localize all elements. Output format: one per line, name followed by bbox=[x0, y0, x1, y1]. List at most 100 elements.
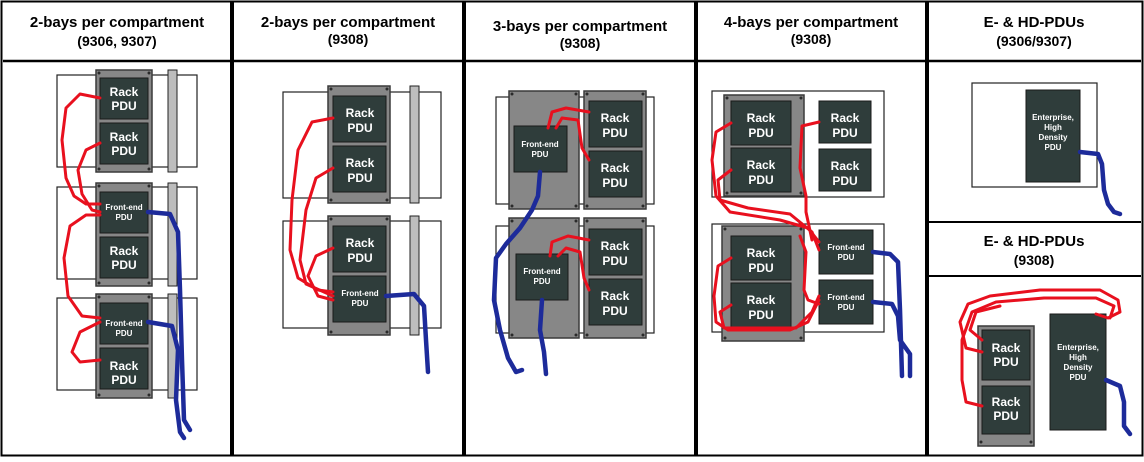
header-2-title: 2-bays per compartment bbox=[261, 14, 435, 31]
front-end-pdu-label: PDU bbox=[838, 303, 855, 312]
panel-ehd-9306-9307: Enterprise, High Density PDU bbox=[971, 82, 1123, 217]
header-5a-title: E- & HD-PDUs bbox=[984, 14, 1085, 31]
outlet-cable bbox=[798, 234, 821, 306]
rack-pdu-label: PDU bbox=[347, 121, 372, 135]
enterprise-hd-pdu-module bbox=[1049, 313, 1107, 431]
rack-pdu-label: PDU bbox=[602, 176, 627, 190]
rack-pdu-label: PDU bbox=[748, 173, 773, 187]
rack-pdu-label: Rack bbox=[601, 111, 630, 125]
power-cable bbox=[145, 209, 193, 433]
rack-pdu-module bbox=[818, 148, 872, 192]
compartment-frame bbox=[711, 90, 885, 198]
rack-pdu-label: PDU bbox=[602, 304, 627, 318]
rack-pdu-label: Rack bbox=[831, 111, 860, 125]
power-cable bbox=[1077, 149, 1123, 217]
outlet-cable bbox=[960, 296, 1116, 408]
rack-pdu-label: Rack bbox=[747, 158, 776, 172]
rack-pdu-label: PDU bbox=[347, 171, 372, 185]
front-end-pdu-label: PDU bbox=[352, 299, 369, 308]
enterprise-pdu-label: Enterprise, bbox=[1057, 343, 1099, 352]
rack-pdu-label: Rack bbox=[831, 159, 860, 173]
rack-pdu-label: Rack bbox=[110, 85, 139, 99]
mounting-rail bbox=[409, 85, 420, 204]
column-header-3: 3-bays per compartment (9308) bbox=[493, 18, 667, 51]
header-3-models: (9308) bbox=[560, 35, 600, 51]
outlet-cable bbox=[968, 304, 1002, 342]
panel-3bay-9308: Front-end PDU Front-end PDU Rack PDU Rac… bbox=[491, 90, 655, 377]
front-end-pdu-label: PDU bbox=[116, 213, 133, 222]
power-cable bbox=[491, 169, 543, 375]
rack-pdu-label: PDU bbox=[832, 126, 857, 140]
header-2-models: (9308) bbox=[328, 31, 368, 47]
enterprise-pdu-label: PDU bbox=[1070, 373, 1087, 382]
rack-pdu-label: Rack bbox=[992, 341, 1021, 355]
column-header-1: 2-bays per compartment (9306, 9307) bbox=[30, 14, 204, 49]
rack-pdu-label: PDU bbox=[832, 174, 857, 188]
enterprise-pdu-label: Density bbox=[1039, 133, 1068, 142]
rack-pdu-module bbox=[332, 145, 387, 193]
rack-pdu-label: Rack bbox=[110, 130, 139, 144]
panel-ehd-9308: Rack PDU Rack PDU Enterprise, High Densi… bbox=[958, 288, 1133, 447]
rack-pdu-label: Rack bbox=[747, 111, 776, 125]
rack-pdu-label: PDU bbox=[993, 409, 1018, 423]
rack-pdu-label: PDU bbox=[111, 99, 136, 113]
rack-pdu-module bbox=[588, 228, 643, 276]
front-end-pdu-label: Front-end bbox=[105, 203, 142, 212]
outlet-cable bbox=[298, 166, 335, 298]
power-cable bbox=[1103, 377, 1133, 437]
panel-4bay-9308: Rack PDU Rack PDU Rack PDU Rack PDU Rack… bbox=[710, 90, 913, 379]
front-end-pdu-label: PDU bbox=[838, 253, 855, 262]
rack-pdu-label: PDU bbox=[347, 251, 372, 265]
rack-pdu-label: PDU bbox=[748, 308, 773, 322]
header-5b-models: (9308) bbox=[1014, 252, 1054, 268]
rack-pdu-label: Rack bbox=[346, 156, 375, 170]
rack-pdu-label: Rack bbox=[747, 246, 776, 260]
front-end-pdu-label: Front-end bbox=[827, 293, 864, 302]
column-header-5a: E- & HD-PDUs (9306/9307) bbox=[984, 14, 1085, 49]
rack-pdu-label: Rack bbox=[601, 161, 630, 175]
header-5b-title: E- & HD-PDUs bbox=[984, 233, 1085, 250]
rack-pdu-label: PDU bbox=[748, 126, 773, 140]
rack-pdu-module bbox=[332, 225, 387, 273]
rack-pdu-module bbox=[981, 329, 1031, 381]
outlet-cable bbox=[798, 120, 821, 242]
power-cable bbox=[537, 297, 549, 377]
rack-pdu-label: PDU bbox=[111, 144, 136, 158]
enterprise-pdu-label: High bbox=[1069, 353, 1087, 362]
rack-pdu-label: Rack bbox=[346, 106, 375, 120]
outlet-cable bbox=[716, 168, 821, 252]
compartment-frame bbox=[971, 82, 1098, 188]
front-end-pdu-label: Front-end bbox=[341, 289, 378, 298]
outlet-cable bbox=[60, 92, 102, 206]
rack-pdu-module bbox=[99, 122, 149, 165]
rack-pdu-label: PDU bbox=[748, 261, 773, 275]
outlet-cable bbox=[548, 234, 591, 258]
panel-2bay-9306-9307: Rack PDU Rack PDU Front-end PDU Rack PDU… bbox=[56, 69, 198, 441]
rack-pdu-label: Rack bbox=[110, 359, 139, 373]
outlet-cable bbox=[62, 213, 102, 320]
rack-pdu-label: PDU bbox=[993, 355, 1018, 369]
column-header-4: 4-bays per compartment (9308) bbox=[724, 14, 898, 47]
rack-pdu-module bbox=[99, 347, 149, 390]
front-end-pdu-module bbox=[513, 125, 568, 173]
header-4-models: (9308) bbox=[791, 31, 831, 47]
enterprise-pdu-label: Density bbox=[1064, 363, 1093, 372]
enterprise-pdu-label: High bbox=[1044, 123, 1062, 132]
rack-pdu-label: PDU bbox=[602, 126, 627, 140]
front-end-pdu-label: Front-end bbox=[521, 140, 558, 149]
rack-pdu-module bbox=[981, 385, 1031, 435]
front-end-pdu-label: PDU bbox=[534, 277, 551, 286]
column-header-2: 2-bays per compartment (9308) bbox=[261, 14, 435, 47]
header-4-title: 4-bays per compartment bbox=[724, 14, 898, 31]
front-end-pdu-label: Front-end bbox=[827, 243, 864, 252]
rack-pdu-label: Rack bbox=[601, 289, 630, 303]
power-cable bbox=[145, 319, 187, 441]
rack-pdu-module bbox=[99, 236, 149, 279]
rack-pdu-module bbox=[730, 282, 792, 328]
front-end-pdu-label: PDU bbox=[532, 150, 549, 159]
rack-pdu-module bbox=[588, 100, 643, 148]
header-1-models: (9306, 9307) bbox=[77, 33, 156, 49]
front-end-pdu-module bbox=[818, 279, 874, 325]
